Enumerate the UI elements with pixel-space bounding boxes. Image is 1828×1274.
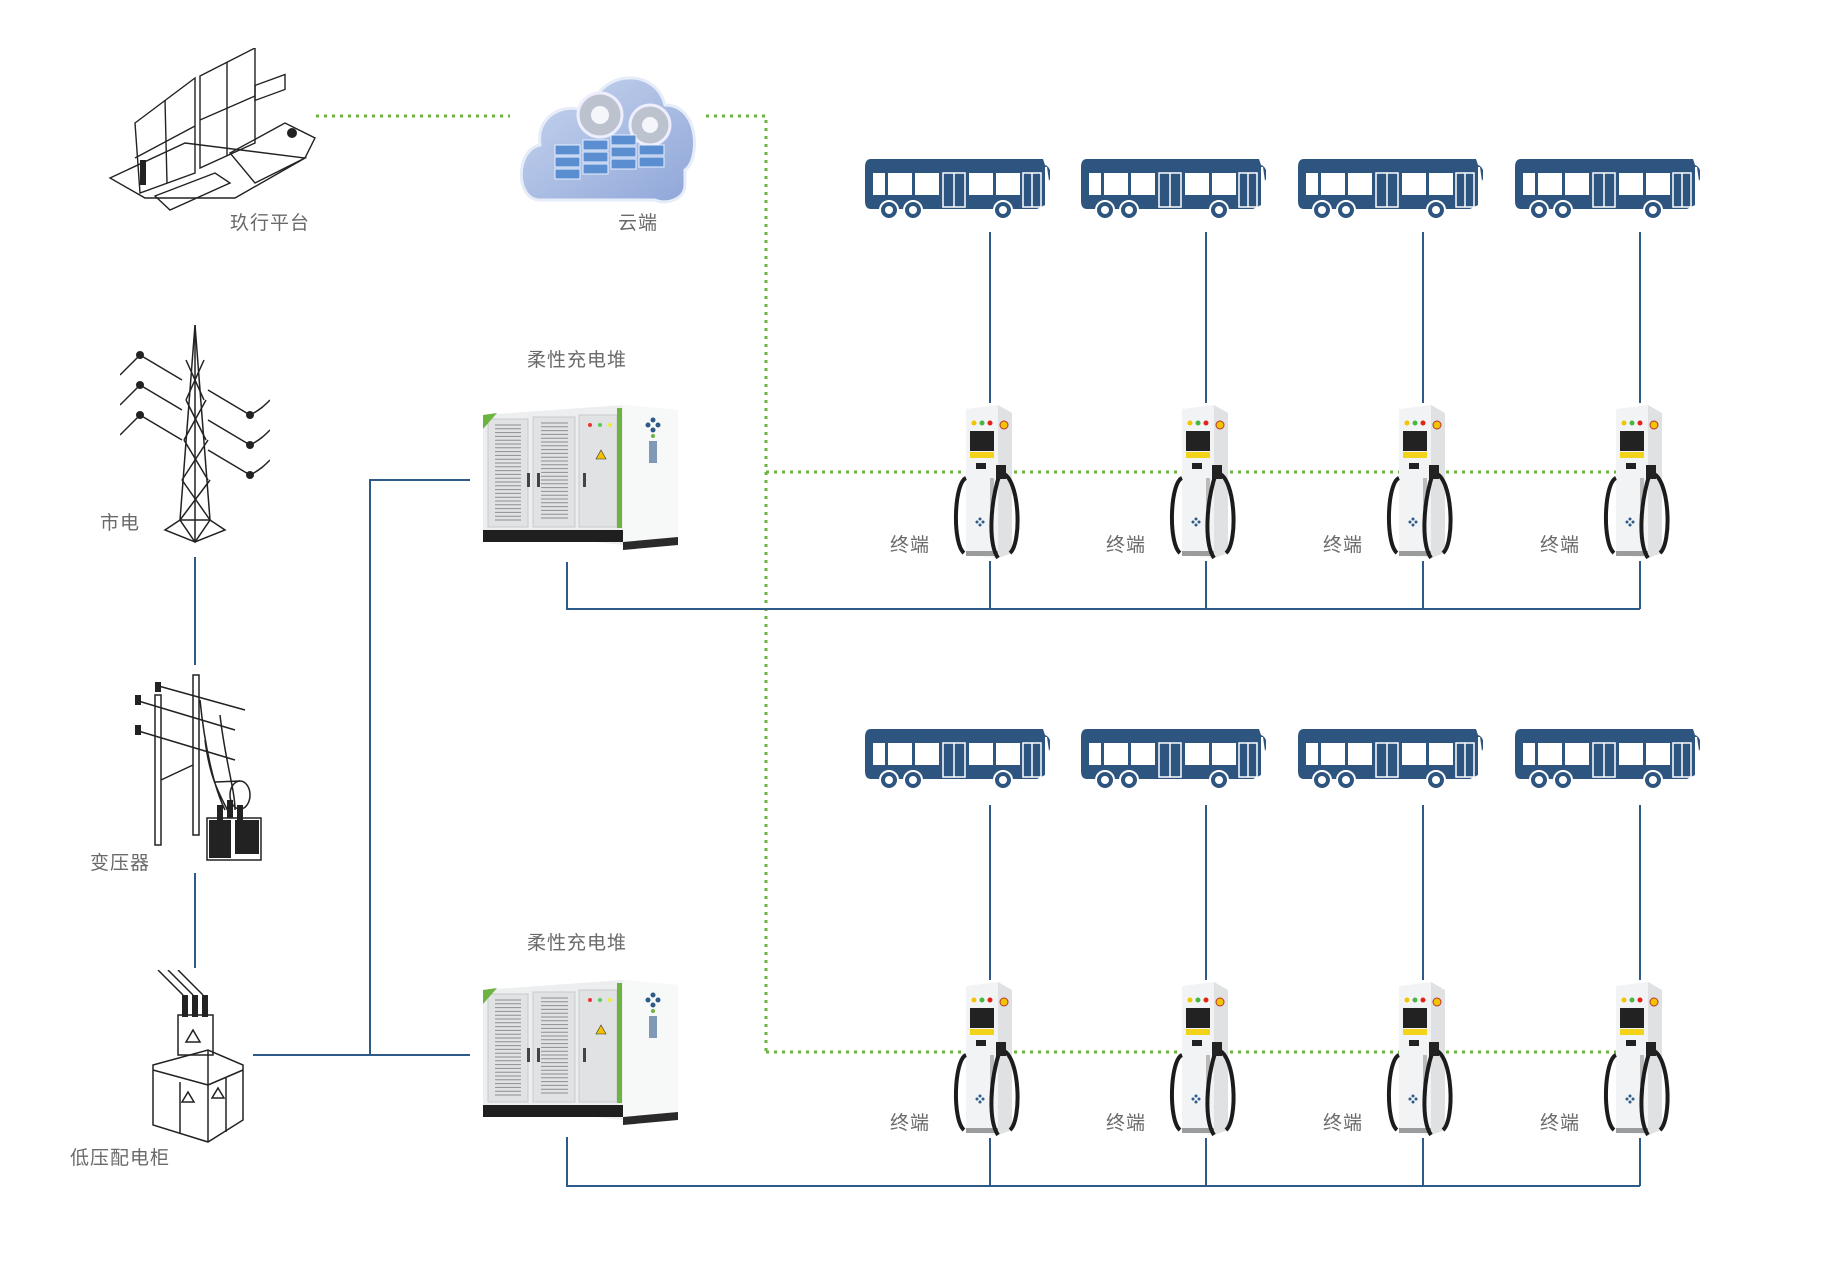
charging-terminal-icon [954,405,1020,560]
charging-terminal-icon [1387,982,1453,1137]
charging-terminal-node[interactable] [1600,980,1690,1140]
charging-stack-cabinet-icon [483,980,678,1125]
bus-icon [1298,159,1484,220]
charging-terminal-node[interactable] [950,980,1040,1140]
power-bus-row1 [566,562,1640,610]
bus-icon [865,729,1051,790]
bus-node[interactable] [1081,727,1267,790]
bus-icon [1298,729,1484,790]
terminal-label: 终端 [1106,534,1147,556]
grid-node[interactable] [119,320,271,545]
charging-terminal-node[interactable] [1166,403,1256,563]
platform-label: 玖行平台 [230,212,311,234]
distribution-cabinet-node[interactable] [148,969,248,1145]
grid-label: 市电 [100,512,141,534]
power-bus-row2 [566,1137,1640,1187]
bus-node[interactable] [865,727,1051,790]
bus-icon [1515,729,1701,790]
transformer-node[interactable] [125,670,265,870]
terminal-label: 终端 [1323,1112,1364,1134]
bus-node[interactable] [1515,157,1701,220]
charging-stack-node[interactable] [483,405,678,565]
bus-icon [865,159,1051,220]
charging-terminal-node[interactable] [1383,403,1473,563]
charging-terminal-node[interactable] [1166,980,1256,1140]
charging-terminal-icon [1170,982,1236,1137]
bus-node[interactable] [1298,727,1484,790]
bus-icon [1081,729,1267,790]
charging-terminal-icon [1170,405,1236,560]
charging-terminal-node[interactable] [1383,980,1473,1140]
bus-node[interactable] [1081,157,1267,220]
distribution-cabinet-icon [152,969,244,1143]
power-tower-icon [119,324,271,544]
charging-terminal-icon [1387,405,1453,560]
power-link-feeder [369,479,470,1055]
bus-icon [1081,159,1267,220]
cloud-node[interactable] [515,60,700,210]
bus-icon [1515,159,1701,220]
charging-stack-cabinet-icon [483,405,678,550]
bus-node[interactable] [1298,157,1484,220]
terminal-label: 终端 [890,1112,931,1134]
cloud-server-icon [519,76,696,204]
charging-terminal-icon [1604,982,1670,1137]
charging-stack-label: 柔性充电堆 [527,932,628,954]
charging-stack-label: 柔性充电堆 [527,349,628,371]
charging-terminal-icon [1604,405,1670,560]
terminal-label: 终端 [890,534,931,556]
charging-stack-node[interactable] [483,980,678,1140]
bus-node[interactable] [1515,727,1701,790]
transformer-label: 变压器 [90,852,151,874]
terminal-label: 终端 [1106,1112,1147,1134]
pole-transformer-icon [134,674,262,861]
cloud-label: 云端 [618,212,659,234]
terminal-label: 终端 [1540,1112,1581,1134]
terminal-label: 终端 [1540,534,1581,556]
charging-terminal-node[interactable] [950,403,1040,563]
charging-terminal-icon [954,982,1020,1137]
terminal-label: 终端 [1323,534,1364,556]
monitoring-console-icon [108,46,316,211]
distribution-cabinet-label: 低压配电柜 [70,1147,171,1169]
platform-node[interactable] [105,46,325,213]
data-link-cloud-trunk [706,114,768,1052]
bus-node[interactable] [865,157,1051,220]
charging-terminal-node[interactable] [1600,403,1690,563]
